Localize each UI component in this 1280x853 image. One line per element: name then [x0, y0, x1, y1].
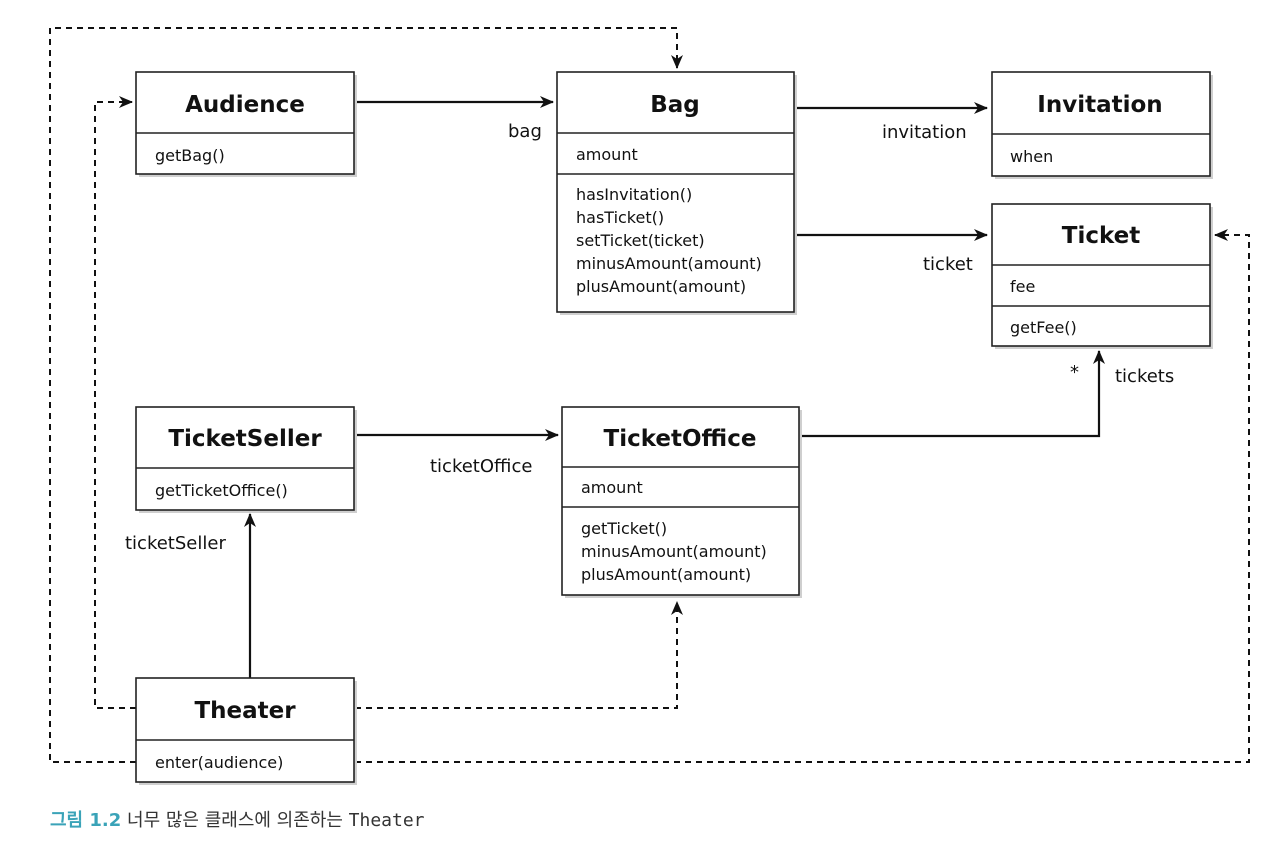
class-ticketseller-method: getTicketOffice(): [155, 481, 288, 500]
class-invitation: Invitation when: [991, 71, 1213, 179]
class-audience-title: Audience: [185, 92, 305, 118]
class-ticket-title: Ticket: [1062, 223, 1140, 249]
class-audience-method: getBag(): [155, 146, 225, 165]
assoc-ticketoffice-ticket: [799, 350, 1105, 438]
class-ticketoffice-title: TicketOffice: [604, 426, 757, 452]
class-ticket-method: getFee(): [1010, 318, 1077, 337]
dep-theater-bag: [49, 27, 683, 763]
class-bag-method: hasTicket(): [576, 208, 664, 227]
class-theater: Theater enter(audience): [135, 677, 357, 785]
role-label-tickets: tickets: [1115, 366, 1174, 387]
dep-theater-ticketoffice: [355, 601, 683, 709]
class-bag-method: hasInvitation(): [576, 185, 692, 204]
class-ticket: Ticket fee getFee(): [991, 203, 1213, 349]
class-bag-title: Bag: [650, 92, 700, 118]
figure-caption-text: 너무 많은 클래스에 의존하는: [127, 810, 343, 831]
class-ticketseller-title: TicketSeller: [168, 426, 322, 452]
class-ticketoffice-method: minusAmount(amount): [581, 542, 767, 561]
role-label-bag: bag: [508, 121, 542, 142]
class-invitation-title: Invitation: [1037, 92, 1162, 118]
figure-caption: 그림 1.2 너무 많은 클래스에 의존하는 Theater: [50, 806, 425, 832]
class-theater-method: enter(audience): [155, 753, 283, 772]
dep-theater-audience: [94, 96, 136, 709]
figure-number: 그림 1.2: [50, 810, 122, 831]
class-ticketoffice-method: plusAmount(amount): [581, 565, 751, 584]
class-bag-attribute: amount: [576, 145, 638, 164]
class-ticketseller: TicketSeller getTicketOffice(): [135, 406, 357, 513]
role-label-ticketseller: ticketSeller: [125, 533, 226, 554]
class-bag: Bag amount hasInvitation() hasTicket() s…: [556, 71, 797, 315]
role-label-ticketoffice: ticketOffice: [430, 456, 532, 477]
dep-theater-ticket: [355, 229, 1250, 763]
role-label-ticket: ticket: [923, 254, 973, 275]
class-bag-method: setTicket(ticket): [576, 231, 705, 250]
class-bag-method: minusAmount(amount): [576, 254, 762, 273]
class-ticketoffice: TicketOffice amount getTicket() minusAmo…: [561, 406, 802, 598]
class-audience: Audience getBag(): [135, 71, 357, 177]
class-ticketoffice-method: getTicket(): [581, 519, 667, 538]
class-bag-method: plusAmount(amount): [576, 277, 746, 296]
multiplicity-label: *: [1070, 362, 1079, 383]
role-label-invitation: invitation: [882, 122, 967, 143]
class-diagram: bag invitation ticket * tickets ticketOf…: [49, 27, 1250, 785]
figure-caption-code: Theater: [348, 810, 425, 831]
class-theater-title: Theater: [194, 698, 296, 724]
class-ticketoffice-attribute: amount: [581, 478, 643, 497]
class-ticket-attribute: fee: [1010, 277, 1035, 296]
class-invitation-attribute: when: [1010, 147, 1053, 166]
